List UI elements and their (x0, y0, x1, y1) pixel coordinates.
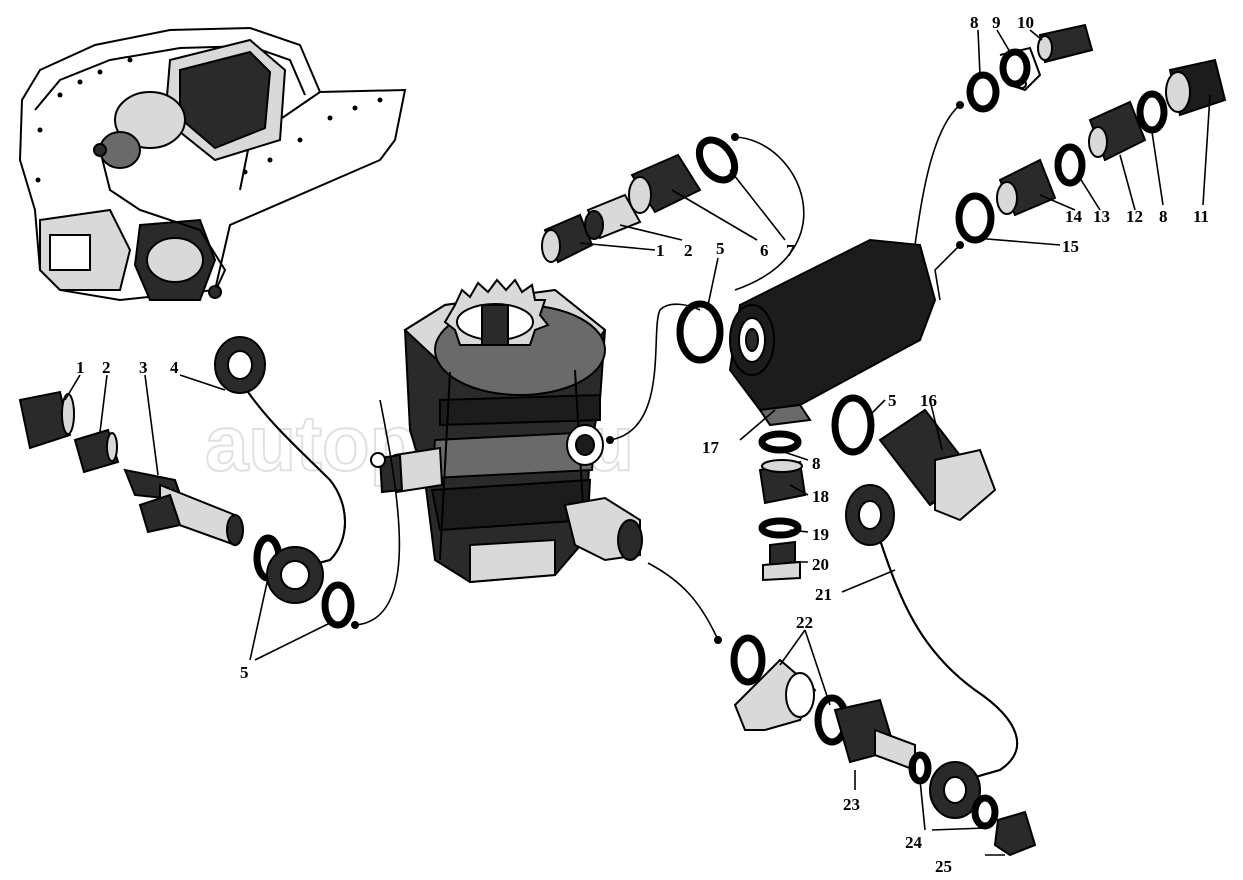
fittings-group-top-right (955, 23, 1227, 244)
callout-16: 16 (920, 391, 937, 410)
callout-1-top: 1 (656, 241, 665, 260)
callout-11: 11 (1193, 207, 1209, 226)
callout-9: 9 (992, 13, 1001, 32)
callout-5-mid: 5 (888, 391, 897, 410)
pump-left-fitting (370, 446, 444, 494)
callout-6-top: 6 (760, 241, 769, 260)
callout-labels: 1 2 6 7 5 8 9 10 14 13 12 8 11 15 1 2 3 … (76, 13, 1209, 876)
callout-22: 22 (796, 613, 813, 632)
filter-housing (728, 238, 937, 427)
callout-3: 3 (139, 358, 148, 377)
callout-4: 4 (170, 358, 179, 377)
callout-8-mid: 8 (812, 454, 821, 473)
callout-25: 25 (935, 857, 952, 876)
oil-pipe-right (845, 484, 1019, 819)
fittings-group-middle-right (676, 300, 997, 582)
callout-13: 13 (1093, 207, 1110, 226)
callout-20: 20 (812, 555, 829, 574)
callout-5-left: 5 (240, 663, 249, 682)
callout-12: 12 (1126, 207, 1143, 226)
fittings-group-top (541, 136, 739, 264)
callout-2-left: 2 (102, 358, 111, 377)
callout-18: 18 (812, 487, 829, 506)
drive-gear (443, 278, 550, 346)
callout-5-top: 5 (716, 239, 725, 258)
callout-7-top: 7 (786, 241, 795, 260)
callout-10: 10 (1017, 13, 1034, 32)
pump-right-outlet (563, 424, 643, 562)
fittings-group-left (18, 390, 355, 629)
callout-14: 14 (1065, 207, 1083, 226)
engine-location-inset (18, 26, 407, 302)
callout-2-top: 2 (684, 241, 693, 260)
callout-8-top: 8 (970, 13, 979, 32)
callout-15: 15 (1062, 237, 1079, 256)
oil-pipe-left (214, 336, 346, 604)
callout-21: 21 (815, 585, 832, 604)
assembly-flow-lines (351, 101, 964, 644)
callout-8-right: 8 (1159, 207, 1168, 226)
callout-1-left: 1 (76, 358, 85, 377)
fittings-group-bottom (730, 634, 1037, 857)
callout-23: 23 (843, 795, 860, 814)
callout-19: 19 (812, 525, 829, 544)
callout-24: 24 (905, 833, 923, 852)
leader-lines (64, 29, 1211, 856)
callout-17: 17 (702, 438, 720, 457)
